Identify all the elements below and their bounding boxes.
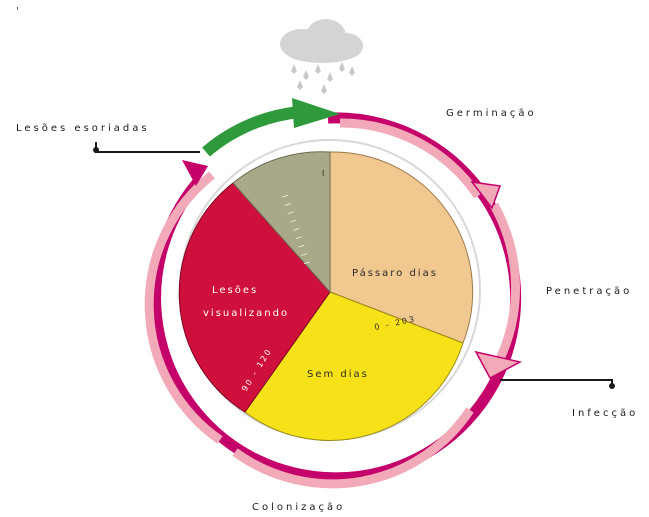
infection-pointer-line (500, 380, 612, 388)
stage-label-penetration: Penetração (546, 286, 632, 297)
yellow-sector-label: Sem dias (307, 369, 369, 380)
red-sector-label-line1: Lesões (212, 285, 258, 296)
stage-label-lesions: Lesões esoriadas (16, 123, 150, 134)
stage-label-colonization: Colonização (252, 502, 345, 513)
tan-sector-label: Pássaro dias (352, 267, 438, 279)
red-sector-label-line2: visualizando (203, 308, 289, 319)
rain-cloud-icon (280, 19, 363, 94)
stage-label-germination: Germinação (446, 108, 537, 119)
lesions-pointer-line (96, 142, 200, 152)
corner-mark: ' (16, 6, 19, 17)
pie-chart (179, 152, 472, 441)
olive-sector-tick: l (322, 169, 326, 178)
infection-pointer-dot (609, 383, 615, 389)
lesions-pointer-dot (93, 147, 99, 153)
stage-label-infection: Infecção (572, 408, 638, 419)
